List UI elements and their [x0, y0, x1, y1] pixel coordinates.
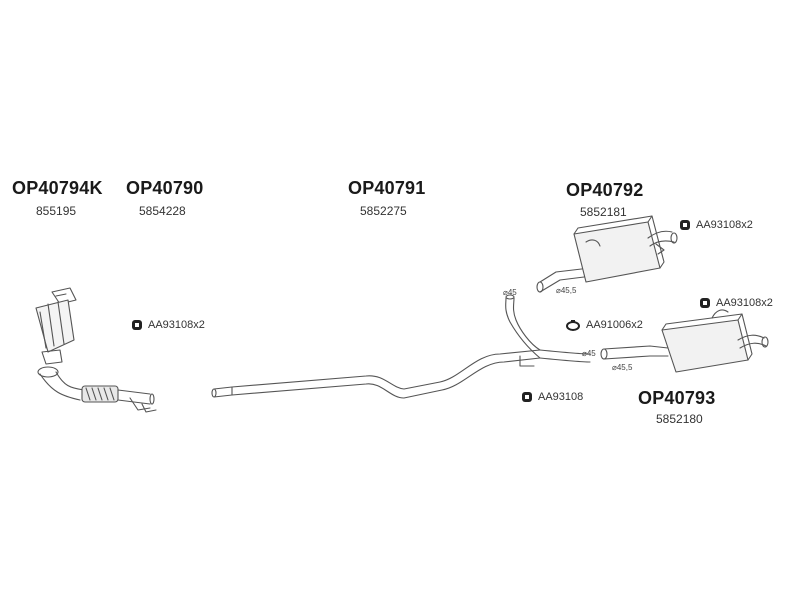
clamp-icon: [680, 220, 690, 230]
dimension-d455-upper: ⌀45,5: [556, 286, 577, 295]
clamp-icon: [522, 392, 532, 402]
rear-silencer-upper: [536, 215, 678, 293]
accessory-label: AA93108x2: [148, 319, 205, 331]
front-pipe: [37, 366, 157, 413]
dimension-d45-upper: ⌀45: [503, 288, 517, 297]
part-code-op40793: OP40793: [638, 388, 716, 408]
accessory-gasket: AA91006x2: [564, 318, 643, 332]
accessory-clamp-rear-upper: AA93108x2: [678, 218, 753, 232]
accessory-clamp-mid: AA93108: [520, 390, 583, 404]
accessory-clamp-rear-lower: AA93108x2: [698, 296, 773, 310]
part-number-855195: 855195: [36, 204, 77, 218]
dimension-d45-lower: ⌀45: [582, 349, 596, 358]
dimension-d455-lower: ⌀45,5: [612, 363, 633, 372]
accessory-label: AA93108x2: [696, 219, 753, 231]
clamp-icon: [700, 298, 710, 308]
middle-pipe: [211, 349, 541, 399]
accessory-label: AA93108: [538, 391, 584, 403]
accessory-clamp-front: AA93108x2: [130, 318, 205, 332]
gasket-ring-icon: [566, 320, 580, 331]
part-code-op40790: OP40790: [126, 178, 204, 198]
part-code-op40791: OP40791: [348, 178, 426, 198]
accessory-label: AA93108x2: [716, 297, 773, 309]
clamp-icon: [132, 320, 142, 330]
y-split-branches: [505, 294, 591, 363]
catalytic-converter: [35, 287, 77, 365]
rear-silencer-lower: [600, 309, 769, 373]
part-number-5852180: 5852180: [656, 412, 703, 426]
part-code-op40794k: OP40794K: [12, 178, 103, 198]
part-number-5852275: 5852275: [360, 204, 407, 218]
part-number-5852181: 5852181: [580, 205, 627, 219]
part-code-op40792: OP40792: [566, 180, 644, 200]
part-number-5854228: 5854228: [139, 204, 186, 218]
accessory-label: AA91006x2: [586, 319, 643, 331]
